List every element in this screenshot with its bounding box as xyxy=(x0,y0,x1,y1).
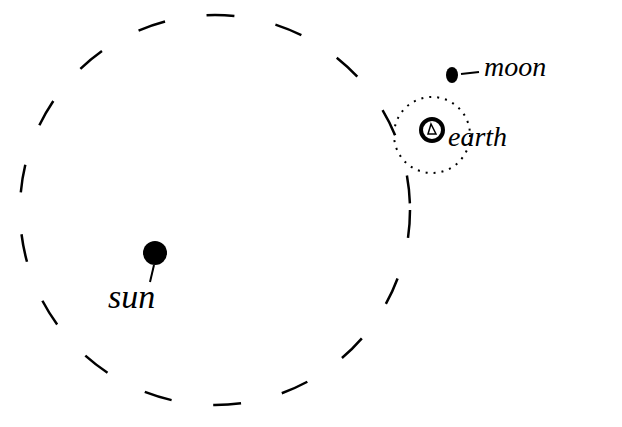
moon-label: moon xyxy=(484,52,546,83)
earth-mark xyxy=(428,124,436,134)
sun-dot xyxy=(143,241,167,265)
moon-leader xyxy=(461,72,479,74)
earth-orbit xyxy=(20,15,410,405)
earth-label: earth xyxy=(448,122,507,153)
moon-dot xyxy=(446,67,458,83)
sun-label: sun xyxy=(108,278,155,315)
earth-circle xyxy=(421,119,443,141)
